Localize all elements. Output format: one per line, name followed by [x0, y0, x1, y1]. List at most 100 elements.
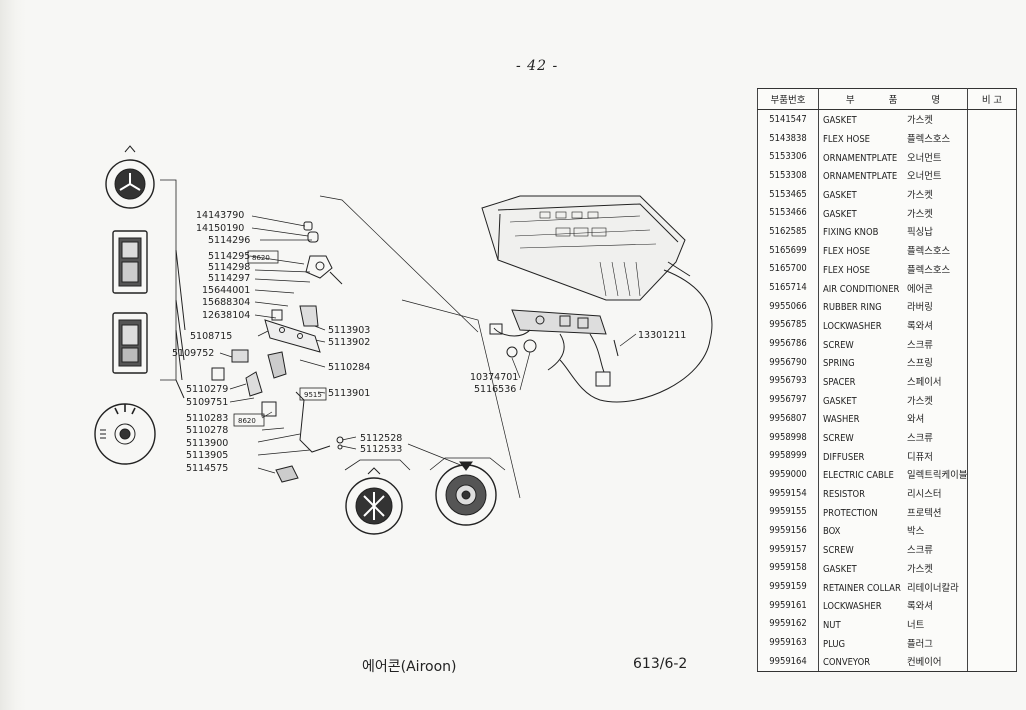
label-part: 5109751	[186, 397, 228, 408]
remarks-cell	[967, 409, 1017, 428]
temperature-switch-icon	[112, 312, 148, 374]
remarks-cell	[967, 296, 1017, 316]
remarks-cell	[967, 577, 1017, 596]
part-name-korean: 스페이서	[907, 376, 942, 388]
part-name-english: RETAINER COLLAR	[823, 582, 901, 594]
remarks-cell	[967, 278, 1017, 297]
part-name-cell: SPRING 스프링	[818, 352, 968, 372]
remarks-cell	[967, 446, 1017, 466]
part-name-korean: 스크류	[907, 545, 933, 557]
part-name-korean: 오너먼트	[907, 171, 942, 183]
part-name-english: GASKET	[823, 563, 857, 575]
part-name-english: FLEX HOSE	[823, 246, 870, 258]
part-number-cell: 9959164	[757, 651, 819, 672]
part-number-cell: 5162585	[757, 222, 819, 241]
label-part: 5109752	[172, 348, 214, 359]
part-name-cell: CONVEYOR 컨베이어	[818, 651, 968, 672]
part-name-english: PROTECTION	[823, 507, 878, 519]
part-name-korean: 스크류	[907, 339, 933, 351]
part-number-cell: 9959161	[757, 595, 819, 615]
remarks-cell	[967, 109, 1017, 129]
part-number-cell: 9956790	[757, 352, 819, 372]
part-name-korean: 에어콘	[907, 283, 933, 295]
label-part: 5113905	[186, 450, 228, 461]
part-number-cell: 9958999	[757, 446, 819, 466]
part-name-english: SCREW	[823, 433, 854, 445]
part-name-korean: 록와셔	[907, 320, 933, 332]
part-name-english: GASKET	[823, 190, 857, 202]
remarks-cell	[967, 465, 1017, 484]
part-name-korean: 라버링	[907, 302, 933, 314]
label-part: 10374701	[470, 372, 518, 383]
part-name-english: LOCKWASHER	[823, 320, 882, 332]
part-name-english: FIXING KNOB	[823, 227, 879, 239]
remarks-cell	[967, 315, 1017, 335]
part-name-korean: 가스켓	[907, 208, 933, 220]
header-remarks: 비 고	[967, 88, 1017, 110]
label-part: 5108715	[190, 331, 232, 342]
part-name-english: LOCKWASHER	[823, 601, 882, 613]
remarks-cell	[967, 259, 1017, 279]
part-number-cell: 9959000	[757, 465, 819, 484]
diagram-labels: 14143790 14150190 5114296 5114295 511429…	[172, 210, 686, 474]
part-name-english: SPACER	[823, 376, 856, 388]
boxed-label: 8620	[252, 254, 270, 262]
part-name-english: FLEX HOSE	[823, 264, 870, 276]
part-number-cell: 9959158	[757, 558, 819, 578]
part-name-korean: 프로텍션	[907, 507, 942, 519]
label-part: 12638104	[202, 310, 250, 321]
part-name-english: RESISTOR	[823, 489, 866, 501]
part-name-korean: 스프링	[907, 358, 933, 370]
part-name-english: RUBBER RING	[823, 302, 882, 314]
part-name-korean: 오너먼트	[907, 152, 942, 164]
part-name-korean: 가스켓	[907, 563, 933, 575]
remarks-cell	[967, 128, 1017, 148]
part-name-cell: AIR CONDITIONER 에어콘	[818, 278, 968, 297]
remarks-cell	[967, 390, 1017, 409]
part-number-cell: 9959155	[757, 502, 819, 522]
label-part: 15688304	[202, 297, 250, 308]
part-number-cell: 5153465	[757, 184, 819, 204]
part-name-english: AIR CONDITIONER	[823, 283, 900, 295]
remarks-cell	[967, 483, 1017, 503]
header-name-char: 품	[888, 95, 898, 106]
part-name-english: SCREW	[823, 545, 854, 557]
part-number-cell: 9959159	[757, 577, 819, 596]
part-name-english: SPRING	[823, 358, 855, 370]
remarks-cell	[967, 521, 1017, 540]
rocker-switch-icon	[112, 230, 148, 294]
part-number-cell: 9955066	[757, 296, 819, 316]
part-number-cell: 9959157	[757, 539, 819, 559]
label-part: 5114575	[186, 463, 228, 474]
remarks-cell	[967, 558, 1017, 578]
part-name-korean: 컨베이어	[907, 657, 942, 669]
part-name-english: PLUG	[823, 638, 846, 650]
temperature-knob-icon	[435, 461, 497, 526]
part-number-cell: 9959163	[757, 633, 819, 652]
part-name-korean: 가스켓	[907, 115, 933, 127]
boxed-label: 9515	[304, 391, 322, 399]
label-part: 5110279	[186, 384, 228, 395]
part-name-english: GASKET	[823, 115, 857, 127]
part-name-english: SCREW	[823, 339, 854, 351]
part-name-cell: SPACER 스페이서	[818, 371, 968, 391]
part-name-english: CONVEYOR	[823, 657, 871, 669]
